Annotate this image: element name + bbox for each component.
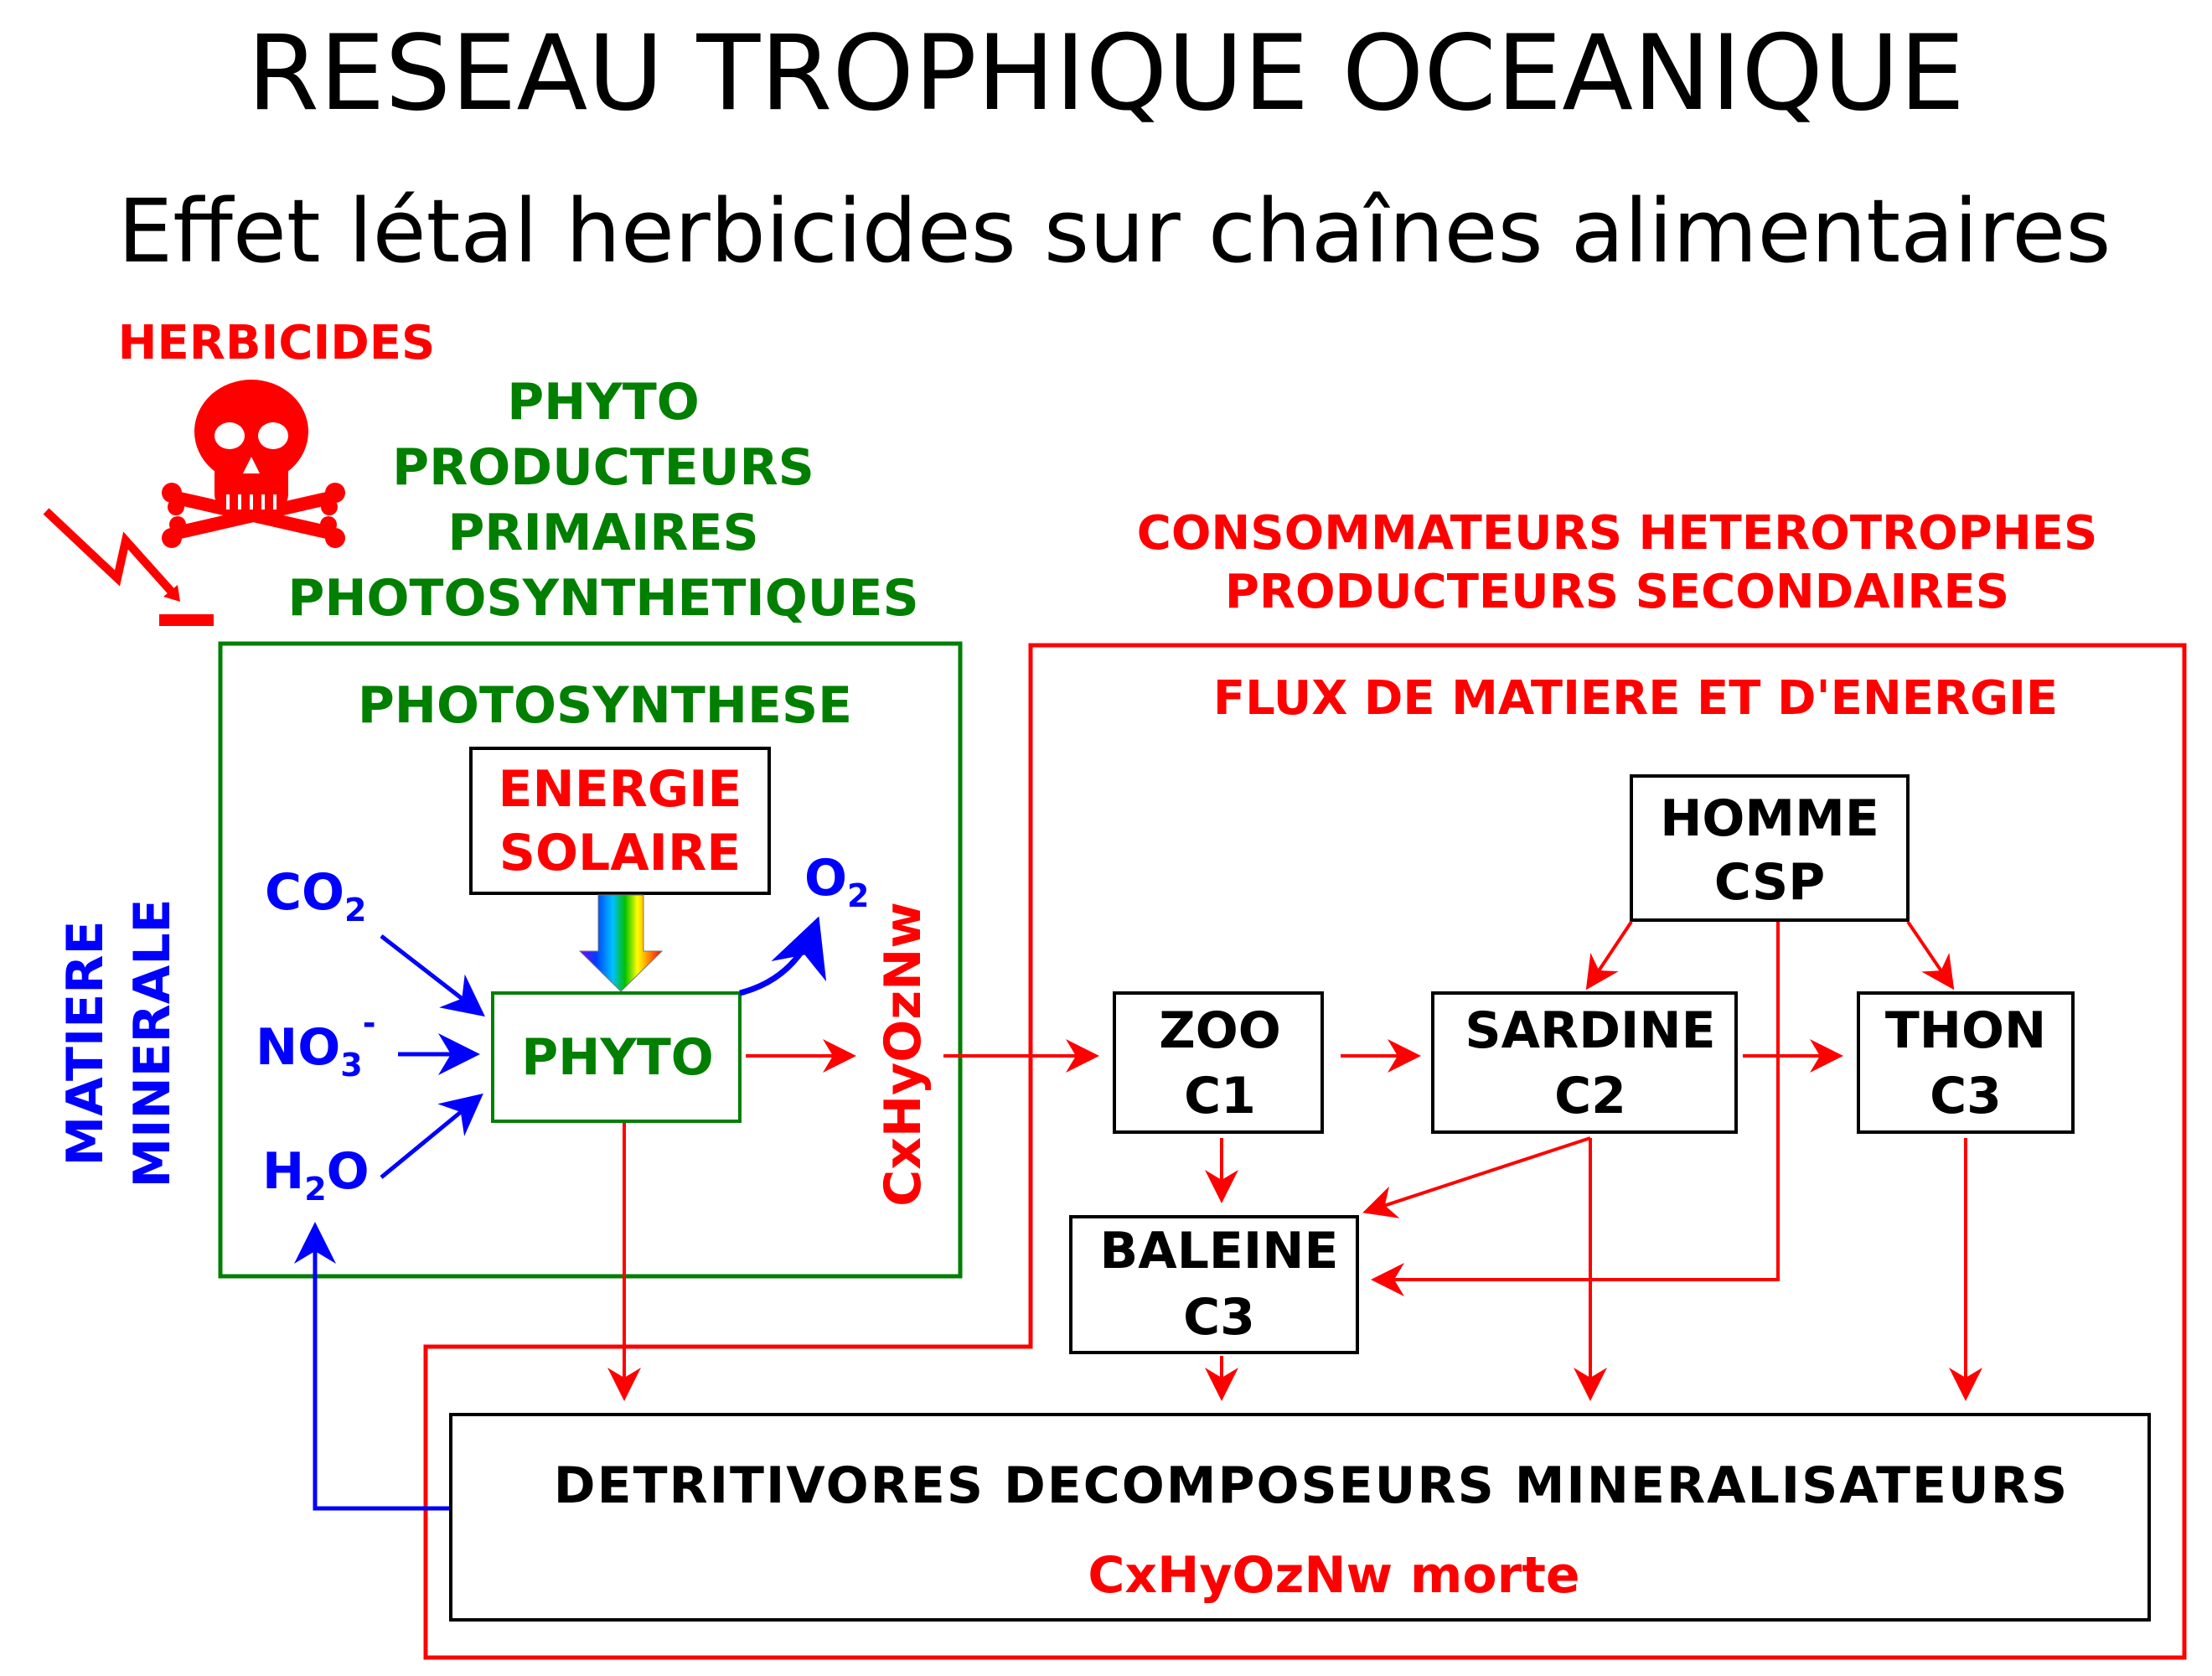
- rainbow-arrow: [578, 894, 664, 992]
- zoo-box: [1113, 991, 1324, 1134]
- mineral-return-arrow: [294, 1222, 451, 1511]
- homme-label-line-2: CSP: [1714, 853, 1825, 912]
- skull-crossbones-icon: [162, 380, 345, 548]
- detritivores-sublabel: CxHyOzNw morte: [1088, 1546, 1579, 1605]
- page-title: RESEAU TROPHIQUE OCEANIQUE: [247, 13, 1965, 134]
- photosynthese-label: PHOTOSYNTHESE: [358, 676, 852, 735]
- sardine-label-line-2: C2: [1554, 1067, 1626, 1125]
- energie-solaire-box: [469, 747, 771, 895]
- photosynthese-box: [218, 641, 963, 1279]
- matiere-minerale-line-1: MATIERE: [56, 921, 115, 1166]
- page-subtitle: Effet létal herbicides sur chaînes alime…: [118, 180, 2111, 282]
- phyto-box: [491, 991, 742, 1123]
- homme-to-thon-arrow: [1906, 920, 1955, 991]
- matiere-minerale-line-2: MINERALE: [123, 898, 182, 1187]
- herbicides-label: HERBICIDES: [118, 316, 436, 370]
- h2o-label: H2O: [262, 1142, 370, 1208]
- thon-box: [1857, 991, 2075, 1134]
- phyto-heading-line-3: PRIMAIRES: [447, 504, 758, 562]
- flux-label: FLUX DE MATIERE ET D'ENERGIE: [1213, 671, 2058, 726]
- lightning-bolt-icon: [43, 508, 214, 626]
- organic-matter-label: CxHyOzNw: [874, 902, 933, 1207]
- sardine-to-baleine-arrow: [1362, 1136, 1591, 1218]
- sardine-box: [1431, 991, 1738, 1134]
- o2-arrow: [739, 916, 827, 996]
- phyto-heading-line-2: PRODUCTEURS: [392, 438, 814, 497]
- consumers-heading-line-1: CONSOMMATEURS HETEROTROPHES: [1137, 506, 2098, 561]
- homme-to-sardine-arrow: [1585, 920, 1633, 991]
- phyto-heading-line-1: PHYTO: [507, 373, 700, 432]
- homme-label-line-1: HOMME: [1660, 789, 1879, 848]
- consumers-heading-line-2: PRODUCTEURS SECONDAIRES: [1225, 565, 2009, 619]
- energie-solaire-line-2: SOLAIRE: [499, 824, 741, 882]
- homme-box: [1630, 774, 1910, 922]
- phyto-box-label: PHYTO: [521, 1028, 714, 1087]
- flux-outline: [423, 643, 2187, 1660]
- baleine-label-line-1: BALEINE: [1100, 1222, 1339, 1280]
- detritivores-box: [449, 1413, 2151, 1622]
- zoo-label-line-2: C1: [1184, 1067, 1256, 1125]
- baleine-label-line-2: C3: [1183, 1288, 1255, 1347]
- h2o-arrow: [380, 1093, 483, 1179]
- co2-arrow: [380, 934, 485, 1017]
- energie-solaire-line-1: ENERGIE: [499, 760, 742, 819]
- detritivores-label: DETRITIVORES DECOMPOSEURS MINERALISATEUR…: [554, 1456, 2069, 1515]
- thon-label-line-2: C3: [1930, 1067, 2002, 1125]
- o2-label: O2: [804, 849, 869, 914]
- zoo-label-line-1: ZOO: [1159, 1001, 1281, 1060]
- co2-label: CO2: [265, 863, 367, 929]
- baleine-box: [1069, 1215, 1359, 1354]
- phyto-heading-line-4: PHOTOSYNTHETIQUES: [287, 569, 918, 628]
- thon-label-line-1: THON: [1885, 1001, 2046, 1060]
- no3-label: NO3-: [256, 1005, 375, 1084]
- homme-to-baleine-arrow: [1371, 922, 1780, 1296]
- sardine-label-line-1: SARDINE: [1465, 1001, 1715, 1060]
